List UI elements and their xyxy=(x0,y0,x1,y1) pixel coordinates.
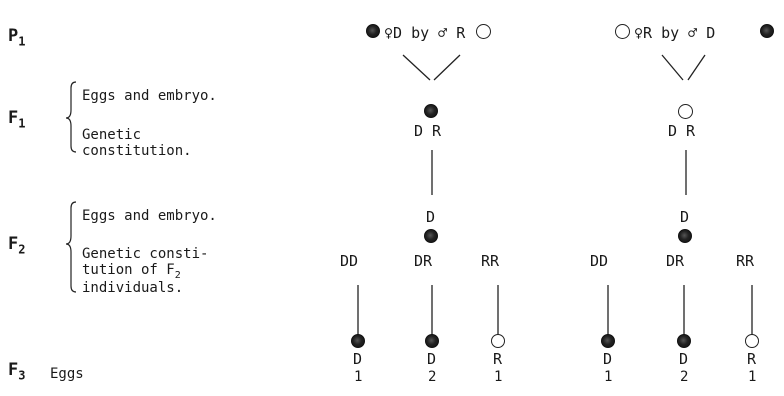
right-p1-line-right xyxy=(687,54,706,81)
left-f3-count-dr: 2 xyxy=(428,369,437,385)
right-p1-light-egg-icon xyxy=(615,24,630,39)
f1-label-genetic: Genetic xyxy=(82,127,142,143)
gen-label-f3: F3 xyxy=(8,360,26,383)
left-f3-egg-icon-dr xyxy=(425,334,439,348)
left-p1-line-right xyxy=(433,54,461,81)
right-f1-light-egg-icon xyxy=(678,104,693,119)
right-f3-count-rr: 1 xyxy=(748,369,757,385)
left-f3-letter-dr: D xyxy=(427,350,437,368)
left-f2-genotype-dr: DR xyxy=(414,252,433,270)
gen-label-f2: F2 xyxy=(8,234,26,257)
right-f1-genotype: D R xyxy=(668,122,696,140)
right-f2-dark-egg-icon xyxy=(678,229,692,243)
left-f3-count-rr: 1 xyxy=(494,369,503,385)
right-f2-genotype-dr: DR xyxy=(666,252,685,270)
left-f1-dark-egg-icon xyxy=(424,104,438,118)
right-f2-genotype-rr: RR xyxy=(736,252,755,270)
left-p1-dark-egg-icon xyxy=(366,24,380,38)
left-f3-count-dd: 1 xyxy=(354,369,363,385)
left-f2-genotype-dd: DD xyxy=(340,252,359,270)
left-p1-line-left xyxy=(402,54,431,81)
f1-brace xyxy=(65,81,77,153)
right-p1-line-left xyxy=(661,54,684,81)
left-f3-egg-icon-dd xyxy=(351,334,365,348)
right-p1-cross-text: ♀R by ♂ D xyxy=(634,24,716,42)
left-p1-light-egg-icon xyxy=(476,24,491,39)
left-f3-letter-dd: D xyxy=(353,350,363,368)
left-f1-genotype: D R xyxy=(414,122,442,140)
f2-label-individuals: individuals. xyxy=(82,280,184,296)
gen-label-p1: P1 xyxy=(8,26,26,49)
right-f3-count-dr: 2 xyxy=(680,369,689,385)
f3-label-eggs: Eggs xyxy=(50,366,84,382)
right-f3-egg-icon-rr xyxy=(745,334,759,348)
left-f3-egg-icon-rr xyxy=(491,334,505,348)
f2-label-tution: tution of F2 xyxy=(82,262,181,281)
f2-brace xyxy=(65,201,77,293)
left-p1-cross-text: ♀D by ♂ R xyxy=(384,24,466,42)
right-f3-egg-icon-dr xyxy=(677,334,691,348)
right-f3-letter-dd: D xyxy=(603,350,613,368)
left-f3-letter-rr: R xyxy=(493,350,503,368)
right-f3-letter-dr: D xyxy=(679,350,689,368)
gen-label-f1: F1 xyxy=(8,108,26,131)
left-f2-genotype-rr: RR xyxy=(481,252,500,270)
f1-label-constitution: constitution. xyxy=(82,143,192,159)
right-f3-count-dd: 1 xyxy=(604,369,613,385)
f2-label-genetic: Genetic consti- xyxy=(82,246,209,262)
left-f2-egg-label: D xyxy=(426,208,436,226)
right-p1-dark-egg-icon xyxy=(760,24,774,38)
right-f3-letter-rr: R xyxy=(747,350,757,368)
right-f2-egg-label: D xyxy=(680,208,690,226)
left-f2-dark-egg-icon xyxy=(424,229,438,243)
f1-label-eggs: Eggs and embryo. xyxy=(82,88,217,104)
right-f3-egg-icon-dd xyxy=(601,334,615,348)
f2-label-eggs: Eggs and embryo. xyxy=(82,208,217,224)
right-f2-genotype-dd: DD xyxy=(590,252,609,270)
